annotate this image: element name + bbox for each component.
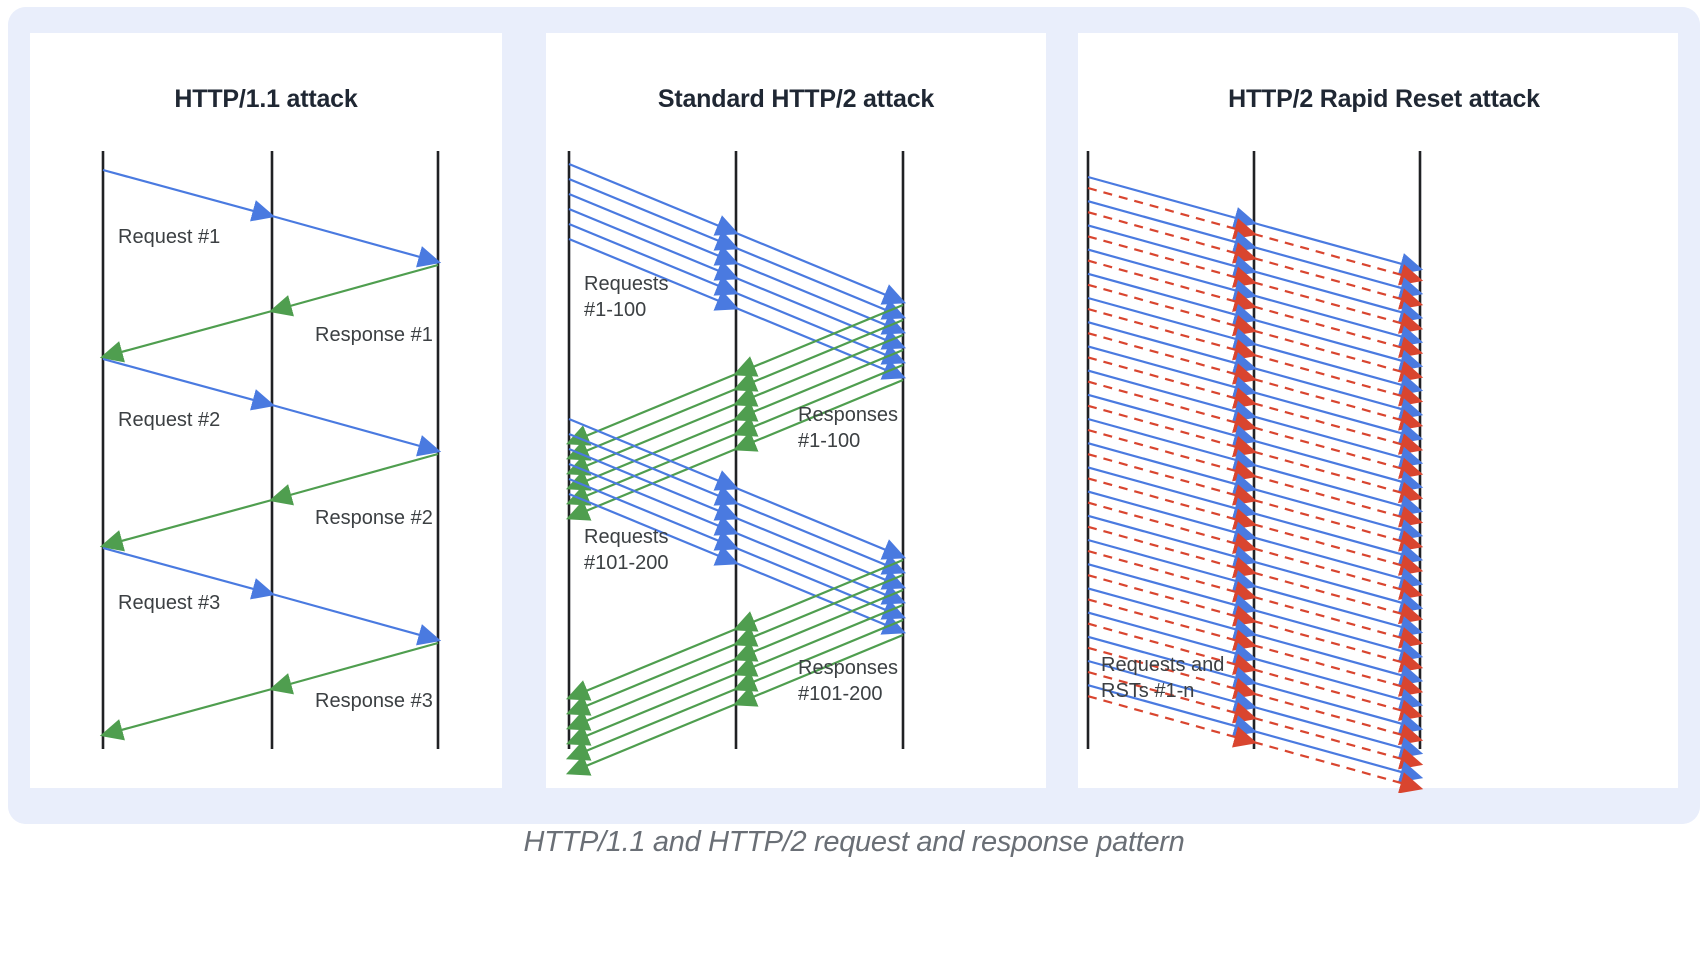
panel-http2-standard-diagram: Requests #1-100 Responses #1-100 Request…	[565, 151, 907, 776]
panel-http2-rapid-reset: HTTP/2 Rapid Reset attack Requests and R…	[1068, 7, 1700, 824]
label-requests-1-100-line2: #1-100	[584, 299, 646, 321]
label-requests-1-100-line1: Requests	[584, 273, 669, 295]
label-requests-101-200-line2: #101-200	[584, 552, 669, 574]
label-response-3: Response #3	[315, 690, 433, 712]
label-requests-101-200-line1: Requests	[584, 526, 669, 548]
label-response-1: Response #1	[315, 324, 433, 346]
label-requests-rsts-line1: Requests and	[1101, 654, 1224, 676]
label-requests-rsts-line2: RSTs #1-n	[1101, 680, 1194, 702]
panel-http2-standard: Standard HTTP/2 attack	[536, 7, 1056, 824]
panel-http11-diagram: Request #1 Response #1 Request #2 Respon…	[99, 151, 442, 749]
panel-http2-rapid-reset-diagram: Requests and RSTs #1-n	[1086, 151, 1424, 793]
figure-caption: HTTP/1.1 and HTTP/2 request and response…	[523, 826, 1185, 858]
panel-http2-standard-card	[546, 33, 1046, 788]
panel-row: HTTP/1.1 attack	[8, 7, 1700, 824]
requests-1-100-bundle	[568, 162, 907, 380]
label-responses-1-100-line2: #1-100	[798, 430, 860, 452]
label-request-1: Request #1	[118, 226, 220, 248]
panel-http11-card	[30, 33, 502, 788]
panel-http2-standard-title: Standard HTTP/2 attack	[657, 85, 935, 113]
requests-101-200-bundle	[568, 417, 907, 635]
label-responses-1-100-line1: Responses	[798, 404, 898, 426]
label-responses-101-200-line2: #101-200	[798, 683, 883, 705]
label-responses-101-200-line1: Responses	[798, 657, 898, 679]
panel-http11-title: HTTP/1.1 attack	[174, 85, 358, 113]
panel-http11: HTTP/1.1 attack	[8, 7, 524, 824]
responses-101-200-bundle	[565, 558, 904, 776]
label-response-2: Response #2	[315, 507, 433, 529]
panel-http2-rapid-reset-title: HTTP/2 Rapid Reset attack	[1228, 85, 1540, 113]
label-request-2: Request #2	[118, 409, 220, 431]
label-request-3: Request #3	[118, 592, 220, 614]
requests-and-rsts-bundle	[1087, 175, 1424, 793]
